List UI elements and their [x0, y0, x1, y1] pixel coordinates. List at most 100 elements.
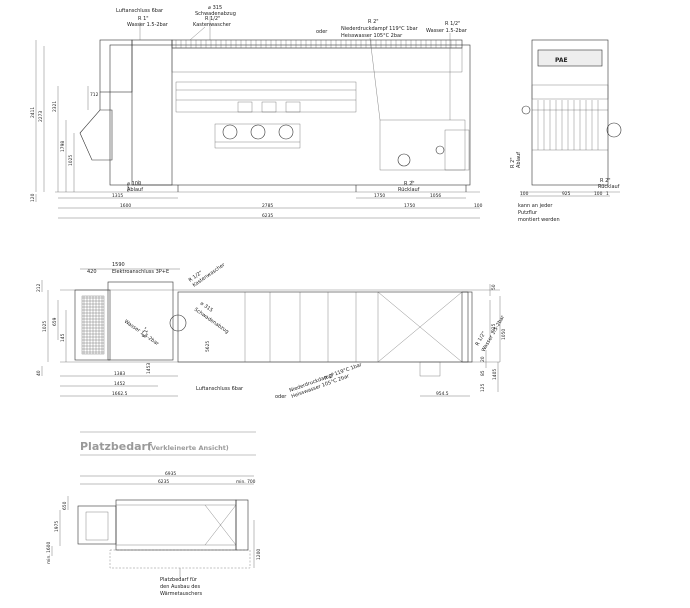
side-vapor-exhaust-label: Schwadenabzug — [195, 11, 236, 17]
side-dim-2273: 2273 — [38, 111, 44, 122]
side-return-label: Rücklauf — [398, 187, 420, 193]
top-air-connection: Luftanschluss 6bar — [196, 386, 244, 392]
top-steam-r: R 2" — [324, 373, 336, 382]
side-top-fins — [175, 40, 457, 48]
space-required-view: Platzbedarf (Verkleinerte Ansicht) 6935 … — [46, 431, 262, 597]
top-section-dividers — [244, 291, 463, 363]
space-machine-outline — [115, 499, 237, 551]
end-return-label: Rücklauf — [598, 184, 620, 190]
space-note-line3: Wärmetauschers — [160, 591, 202, 597]
space-note-line2: den Ausbau des — [160, 584, 200, 590]
side-spray-tunnel — [171, 47, 463, 73]
end-dim-100a: 100 — [520, 191, 529, 197]
side-water-r1: R 1" — [138, 16, 149, 22]
side-dim-2411: 2411 — [30, 107, 36, 118]
side-dim-1315: 1315 — [112, 193, 123, 199]
top-dim-1050: 1050 — [501, 329, 507, 340]
space-dim-1975: 1975 — [54, 521, 60, 532]
top-view: 1590 420 Elektroanschluss 3P+E R 1/2" Ka… — [36, 261, 507, 400]
top-dim-1405: 1405 — [492, 369, 498, 380]
top-dim-659: 659 — [52, 317, 58, 326]
side-dim-1750b: 1750 — [404, 203, 415, 209]
space-subtitle: (Verkleinerte Ansicht) — [148, 444, 229, 452]
end-dim-925: 925 — [562, 191, 571, 197]
top-dim-85: 85 — [480, 370, 486, 376]
side-dim-2321: 2321 — [52, 101, 58, 112]
top-dim-1453: 1453 — [146, 363, 152, 374]
side-dim-120: 120 — [30, 193, 36, 202]
top-pump-housing — [419, 361, 441, 377]
end-view-spray-grid — [532, 100, 608, 151]
top-steam-desc: Niederdruckdampf 119°C 1bar — [289, 362, 364, 394]
end-ablauf-r: R 2" — [510, 157, 516, 168]
top-dim-1452: 1452 — [114, 381, 125, 387]
end-dim-1: 1 — [606, 191, 609, 197]
side-vapor-dn: ⌀ 315 — [208, 5, 222, 11]
top-dim-1025: 1025 — [42, 321, 48, 332]
side-dim-2785: 2785 — [262, 203, 273, 209]
side-tank-wash-r: R 1/2" — [205, 16, 220, 22]
side-drain-dn: ⌀ 100 — [127, 181, 141, 187]
top-dim-5625: 5625 — [205, 341, 211, 352]
side-drain-label: Ablauf — [127, 187, 143, 193]
space-dim-1200: 1200 — [256, 549, 262, 560]
top-dim-40: 40 — [36, 370, 42, 376]
side-hot-water-desc: Heisswasser 105°C 2bar — [341, 33, 403, 39]
space-inlet — [77, 505, 117, 545]
side-pump-group — [214, 123, 301, 149]
top-water: Wasser 1.5-2bar — [123, 319, 161, 348]
top-dim-9545: 954.5 — [436, 391, 449, 397]
side-return-r: R 2" — [404, 181, 415, 187]
side-air-connection-label: Luftanschluss 6bar — [116, 8, 164, 14]
side-water-desc: Wasser 1.5-2bar — [127, 22, 169, 28]
end-view-logo-plate — [537, 49, 603, 67]
top-dim-925: 925 — [491, 323, 497, 332]
end-view: PAE R 2" Rücklauf R 2" Ablauf kann an je… — [510, 39, 622, 223]
side-feet — [127, 185, 467, 192]
side-heat-exchanger — [379, 119, 466, 171]
top-or: oder — [275, 394, 287, 400]
side-dim-1600: 1600 — [120, 203, 131, 209]
side-view: Luftanschluss 6bar ⌀ 315 Schwadenabzug R… — [30, 5, 483, 219]
top-drive-module — [107, 281, 174, 361]
end-view-frame — [531, 39, 609, 186]
side-wash-zone — [175, 81, 357, 113]
end-note-line3: montiert werden — [518, 217, 560, 223]
space-dim-6235: 6235 — [158, 479, 169, 485]
side-or: oder — [316, 29, 328, 35]
side-steam-desc: Niederdruckdampf 119°C 1bar — [341, 26, 419, 32]
side-water-r-right: R 1/2" — [445, 21, 460, 27]
top-dim-50: 50 — [491, 284, 497, 290]
side-dim-712: 712 — [90, 92, 99, 98]
side-dim-total: 6235 — [262, 213, 273, 219]
end-view-motor — [606, 122, 622, 138]
side-loading-chute — [79, 109, 113, 161]
side-steam-r: R 2" — [368, 19, 379, 25]
top-dim-1383: 1383 — [114, 371, 125, 377]
top-dim-125: 125 — [480, 383, 486, 392]
end-return-r: R 2" — [600, 178, 611, 184]
end-ablauf-label: Ablauf — [516, 152, 522, 168]
side-water-desc-right: Wasser 1.5-2bar — [426, 28, 468, 34]
side-dim-100: 100 — [474, 203, 483, 209]
side-dim-1750a: 1750 — [374, 193, 385, 199]
space-note-line1: Platzbedarf für — [160, 577, 198, 583]
side-inlet-housing — [99, 39, 133, 93]
space-dim-650: 650 — [62, 501, 68, 510]
top-dim-20: 20 — [480, 356, 486, 362]
side-dim-1025: 1025 — [68, 155, 74, 166]
side-drive-section — [131, 39, 173, 186]
space-heat-exchanger-zone — [109, 549, 251, 569]
top-dim-212: 212 — [36, 283, 42, 292]
space-dim-min700: min. 700 — [236, 479, 256, 485]
end-note-line2: Putzflur — [518, 210, 538, 216]
side-top-cover — [171, 39, 463, 49]
side-dim-1798: 1798 — [60, 141, 66, 152]
top-r1: R 1" — [141, 327, 150, 339]
top-dim-145: 145 — [60, 333, 66, 342]
top-dim-1590: 1590 — [112, 262, 125, 268]
space-dim-min1600: min. 1600 — [46, 542, 52, 564]
space-title: Platzbedarf — [80, 440, 152, 453]
side-dim-1056: 1056 — [430, 193, 441, 199]
